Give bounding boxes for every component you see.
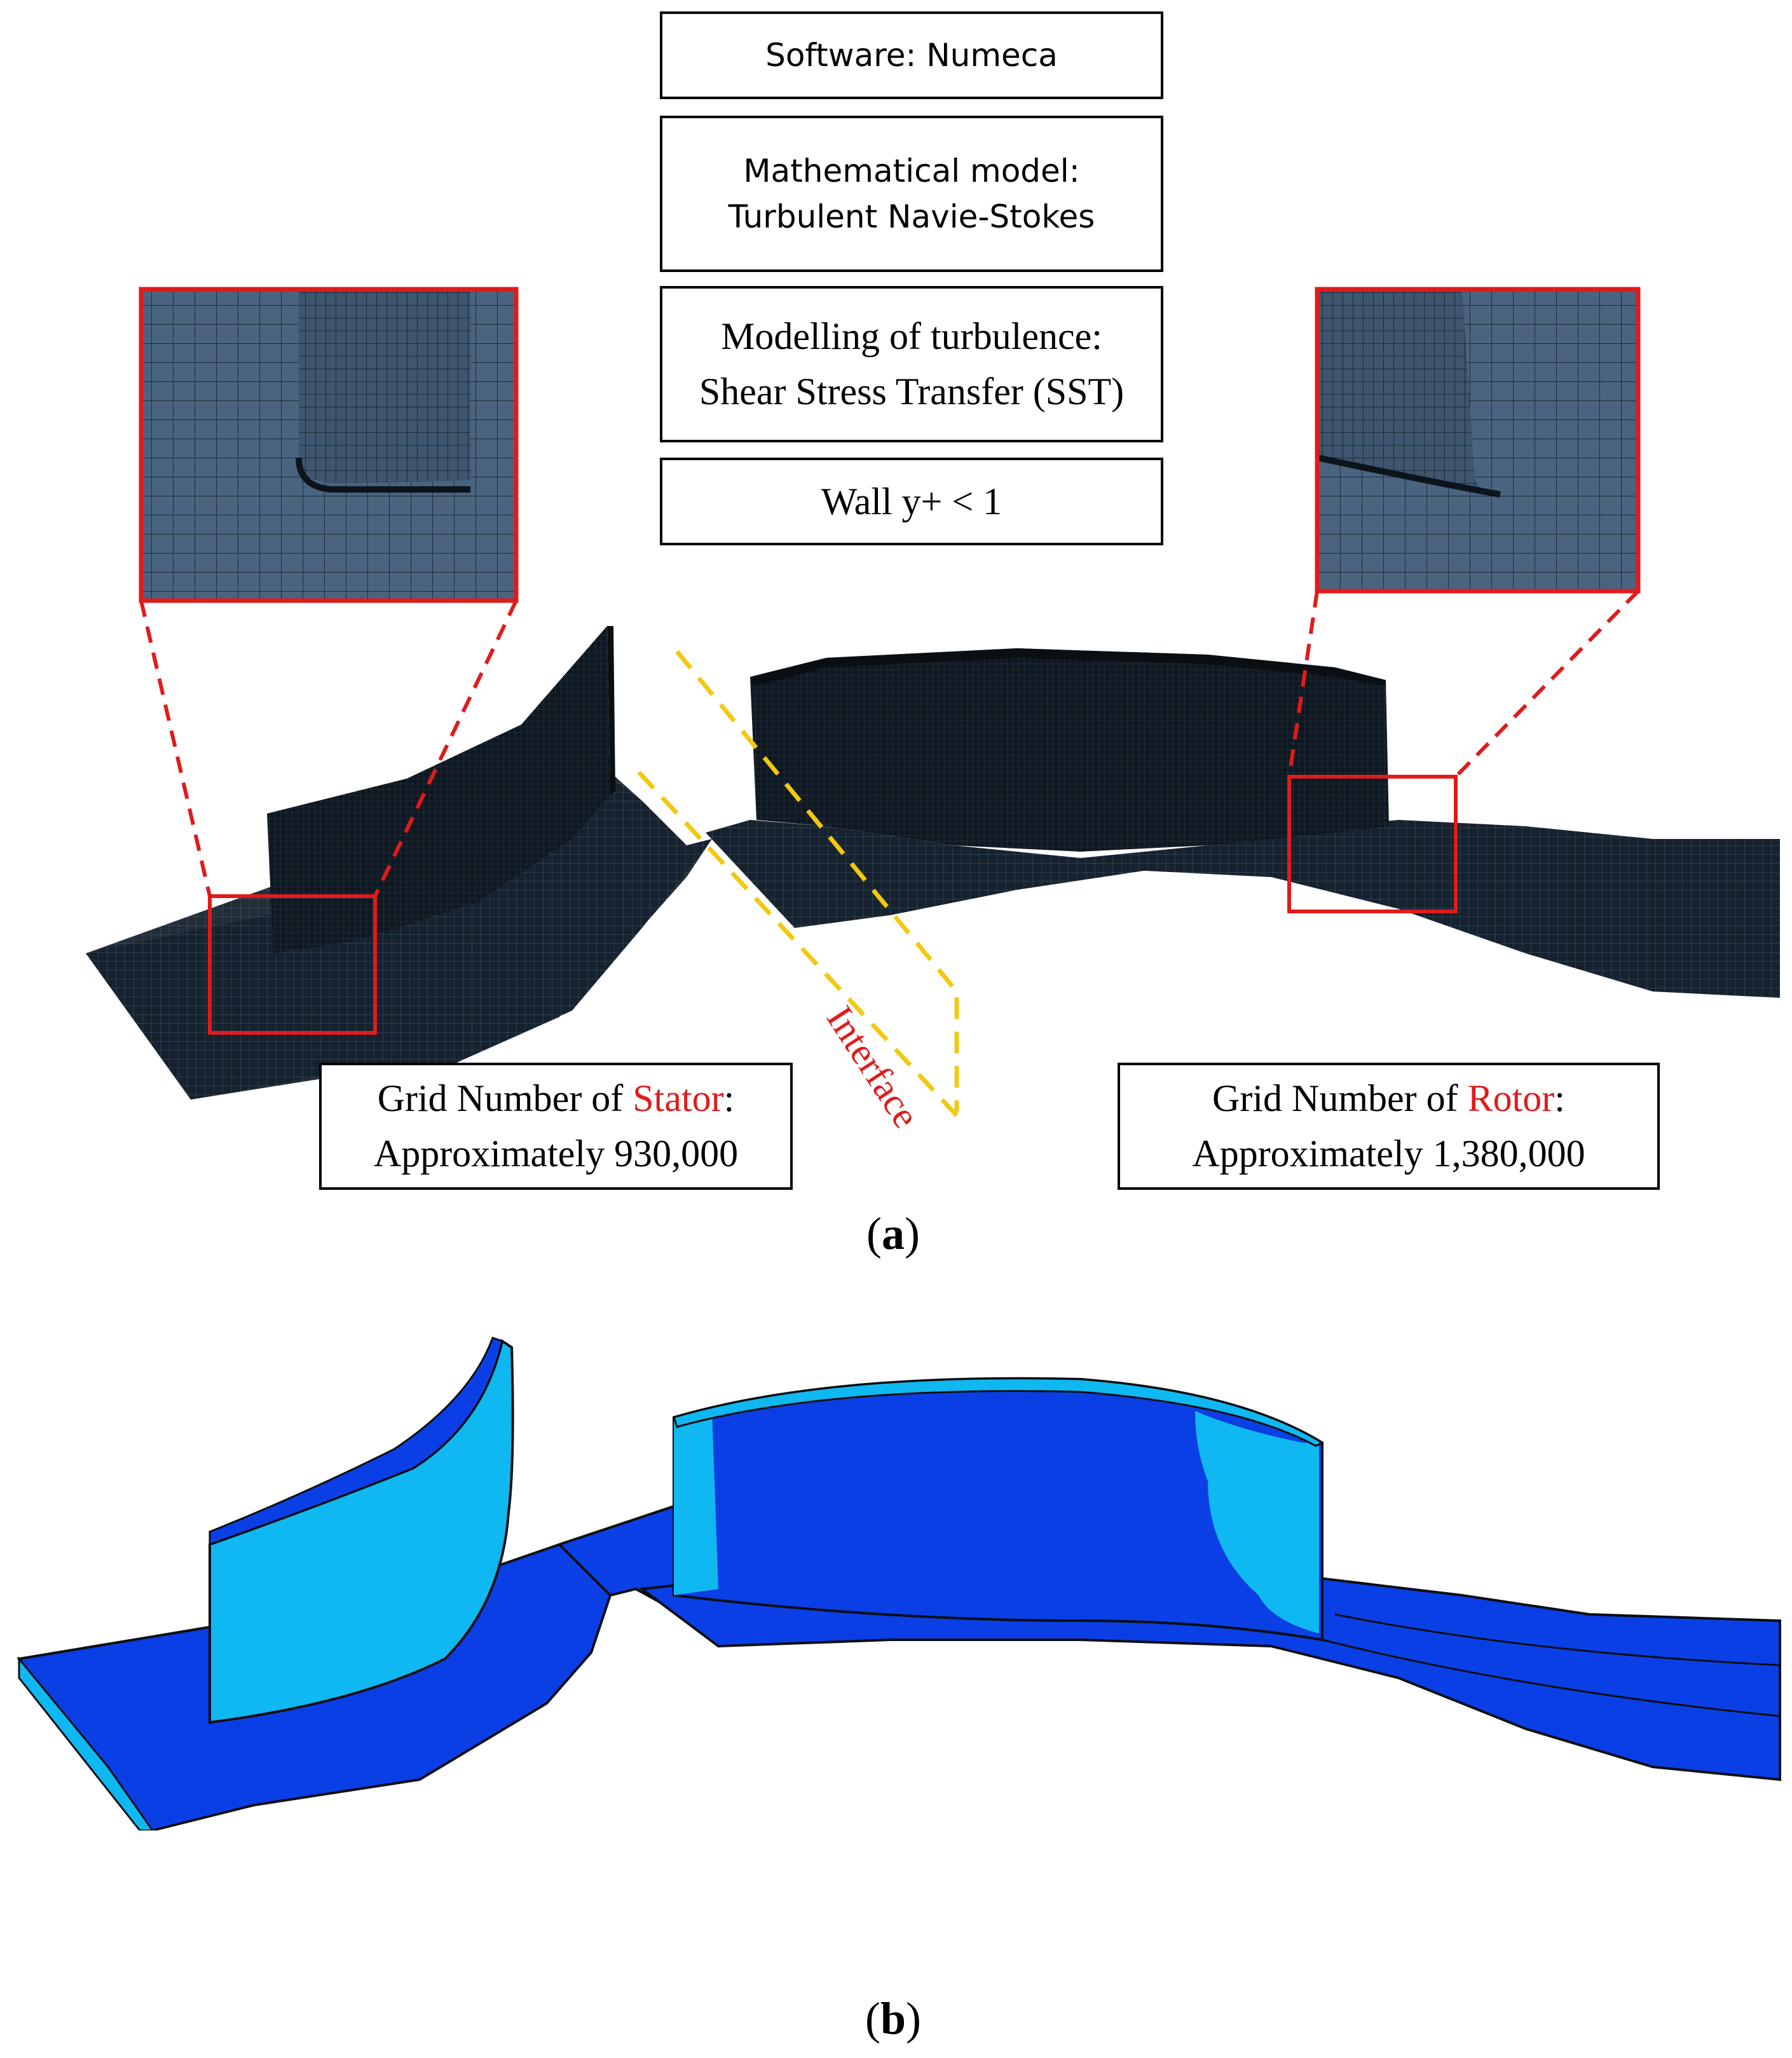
stator-zoom-frame	[139, 287, 519, 603]
interface-line-lower	[637, 770, 959, 1117]
rotor-grid-prefix: Grid Number of	[1212, 1077, 1468, 1119]
stator-blade-suction	[209, 1337, 503, 1546]
panel-a-letter: a	[882, 1208, 905, 1259]
rotor-blade-leading-region	[674, 1411, 718, 1595]
turbulence-line-2: Shear Stress Transfer (SST)	[699, 371, 1125, 412]
panel-label-a: (a)	[830, 1208, 957, 1260]
stator-zoom-blade	[299, 289, 470, 483]
panel-b-open: (	[865, 1993, 880, 2044]
rotor-grid-title: Grid Number of Rotor:	[1212, 1071, 1565, 1126]
rotor-grid-count: Approximately 1,380,000	[1192, 1133, 1585, 1175]
stator-highlight-box	[208, 894, 377, 1035]
panel-label-b: (b)	[830, 1993, 957, 2045]
math-model-line-1: Mathematical model:	[743, 152, 1080, 189]
math-model-box: Mathematical model: Turbulent Navie-Stok…	[660, 116, 1163, 272]
panel-a-open: (	[866, 1208, 882, 1259]
stator-blade-mesh	[267, 626, 610, 953]
rotor-blade-cyan-region	[1195, 1411, 1319, 1633]
stator-contour-lip	[18, 1656, 154, 1830]
panel-b-letter: b	[880, 1993, 906, 2044]
stator-mesh-sheet	[86, 769, 712, 1100]
stator-blade-edge	[607, 626, 615, 794]
stator-grid-highlight: Stator	[633, 1077, 724, 1119]
interface-line-upper	[675, 650, 959, 1112]
turbulence-line-1: Modelling of turbulence:	[721, 315, 1102, 357]
zoom-connectors	[139, 589, 1640, 897]
stator-grid-suffix: :	[723, 1077, 735, 1119]
rotor-grid-highlight: Rotor	[1467, 1077, 1555, 1119]
rotor-blade-top	[750, 648, 1386, 686]
stator-grid-title: Grid Number of Stator:	[378, 1071, 735, 1126]
software-box: Software: Numeca	[660, 11, 1163, 99]
rotor-zoom-blade	[1317, 289, 1500, 494]
rotor-hub-line-1	[1334, 1613, 1781, 1666]
stator-zoom-fillet	[296, 457, 470, 493]
panel-a-close: )	[905, 1208, 920, 1259]
mesh-panel	[86, 287, 1780, 1117]
rotor-grid-box: Grid Number of Rotor: Approximately 1,38…	[1118, 1063, 1660, 1190]
stator-grid-count: Approximately 930,000	[373, 1133, 739, 1175]
rotor-mesh-hub	[706, 820, 1780, 998]
rotor-grid-suffix: :	[1554, 1077, 1565, 1119]
rotor-zoom-frame	[1315, 287, 1641, 594]
rotor-highlight-box	[1287, 775, 1458, 913]
stator-grid-prefix: Grid Number of	[377, 1077, 633, 1119]
turbulence-box: Modelling of turbulence: Shear Stress Tr…	[660, 286, 1163, 442]
contour-panel: 00.20.40.60.81 y+	[17, 1337, 1781, 1830]
wall-box: Wall y+ < 1	[660, 458, 1163, 545]
math-model-line-2: Turbulent Navie-Stokes	[728, 198, 1095, 235]
wall-text: Wall y+ < 1	[821, 480, 1002, 522]
stator-grid-box: Grid Number of Stator: Approximately 930…	[319, 1063, 793, 1190]
rotor-blade-tip	[673, 1377, 1325, 1447]
software-text: Software: Numeca	[765, 36, 1058, 74]
panel-b-close: )	[906, 1993, 921, 2044]
rotor-blade-mesh	[750, 648, 1389, 852]
rotor-zoom-fillet	[1316, 454, 1501, 498]
rotor-hub-line-2	[1322, 1639, 1781, 1717]
